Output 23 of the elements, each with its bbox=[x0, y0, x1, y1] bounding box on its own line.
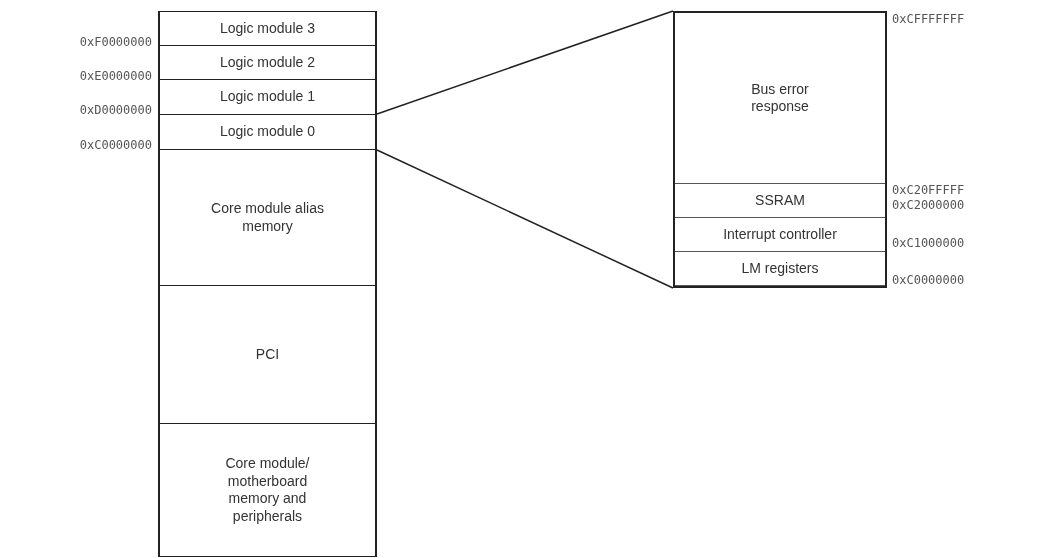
memory-region: Bus error response bbox=[675, 13, 885, 184]
memory-region: Logic module 1 bbox=[158, 79, 377, 115]
memory-map-box bbox=[673, 11, 887, 288]
memory-region: Logic module 3 bbox=[158, 11, 377, 46]
address-label: 0xCFFFFFFF bbox=[892, 11, 965, 28]
zoom-line bbox=[376, 149, 674, 289]
address-label: 0xC0000000 bbox=[78, 137, 152, 154]
address-label: 0xC1000000 bbox=[892, 235, 965, 252]
address-label: 0xC20FFFFF bbox=[892, 182, 965, 199]
address-label: 0xC0000000 bbox=[892, 272, 965, 289]
address-label: 0xE0000000 bbox=[78, 68, 152, 85]
memory-region: Core module alias memory bbox=[158, 149, 377, 286]
address-label: 0xF0000000 bbox=[78, 34, 152, 51]
address-label: 0xC2000000 bbox=[892, 197, 965, 214]
zoom-line bbox=[376, 10, 674, 115]
memory-region: Logic module 2 bbox=[158, 45, 377, 80]
memory-region: Core module/ motherboard memory and peripherals bbox=[158, 423, 377, 557]
address-label: 0xD0000000 bbox=[78, 102, 152, 119]
memory-region: Interrupt controller bbox=[675, 218, 885, 252]
memory-region: Logic module 0 bbox=[158, 114, 377, 150]
memory-region: LM registers bbox=[675, 252, 885, 286]
memory-region: PCI bbox=[158, 285, 377, 424]
memory-region: SSRAM bbox=[675, 184, 885, 218]
